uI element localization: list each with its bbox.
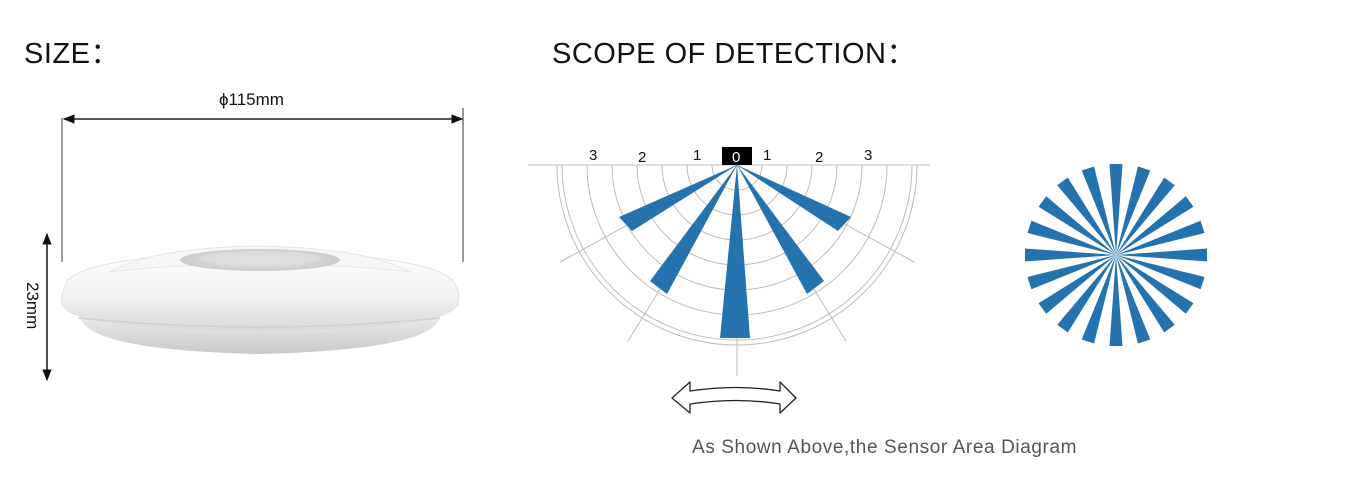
starburst-ray: [1116, 255, 1175, 333]
scale-left-3: 3: [589, 147, 597, 164]
top-view-detection-starburst: [1025, 164, 1207, 346]
starburst-ray: [1038, 196, 1116, 255]
diagram-caption: As Shown Above,the Sensor Area Diagram: [692, 437, 1078, 458]
starburst-ray: [1116, 255, 1194, 314]
width-dimension: [61, 108, 464, 262]
beam-left-outer: [619, 165, 737, 231]
starburst-ray: [1081, 166, 1116, 255]
width-dimension-label: ϕ115mm: [219, 90, 284, 109]
scale-center-0: 0: [732, 149, 740, 166]
starburst-ray: [1057, 255, 1116, 333]
starburst-ray: [1038, 255, 1116, 314]
scale-right-1: 1: [763, 147, 771, 164]
scope-title: SCOPE OF DETECTION：: [552, 38, 916, 70]
starburst-ray: [1116, 196, 1194, 255]
starburst-ray: [1116, 166, 1151, 255]
scale-left-1: 1: [693, 147, 701, 164]
scale-left-2: 2: [638, 149, 646, 166]
detection-beams: [619, 165, 851, 338]
scale-right-2: 2: [815, 149, 823, 166]
starburst-ray: [1116, 255, 1151, 344]
starburst-ray: [1116, 255, 1205, 290]
sensor-product-image: [61, 245, 460, 354]
starburst-ray: [1025, 248, 1116, 262]
starburst-ray: [1081, 255, 1116, 344]
starburst-ray: [1116, 220, 1205, 255]
scale-zero-badge: [722, 147, 752, 165]
beam-right-outer: [737, 165, 851, 231]
size-title: SIZE：: [24, 38, 120, 70]
scale-right-3: 3: [864, 147, 872, 164]
starburst-ray: [1027, 255, 1116, 290]
beam-right-inner: [737, 165, 824, 294]
beam-left-inner: [650, 165, 737, 294]
starburst-ray: [1027, 220, 1116, 255]
starburst-ray: [1109, 164, 1123, 255]
side-view-detection-diagram: 3 2 1 0 1 2 3: [528, 147, 930, 414]
starburst-ray: [1109, 255, 1123, 346]
rotation-double-arrow-icon: [671, 381, 797, 414]
beam-center: [720, 165, 750, 338]
starburst-ray: [1116, 248, 1207, 262]
starburst-ray: [1116, 177, 1175, 255]
starburst-ray: [1057, 177, 1116, 255]
